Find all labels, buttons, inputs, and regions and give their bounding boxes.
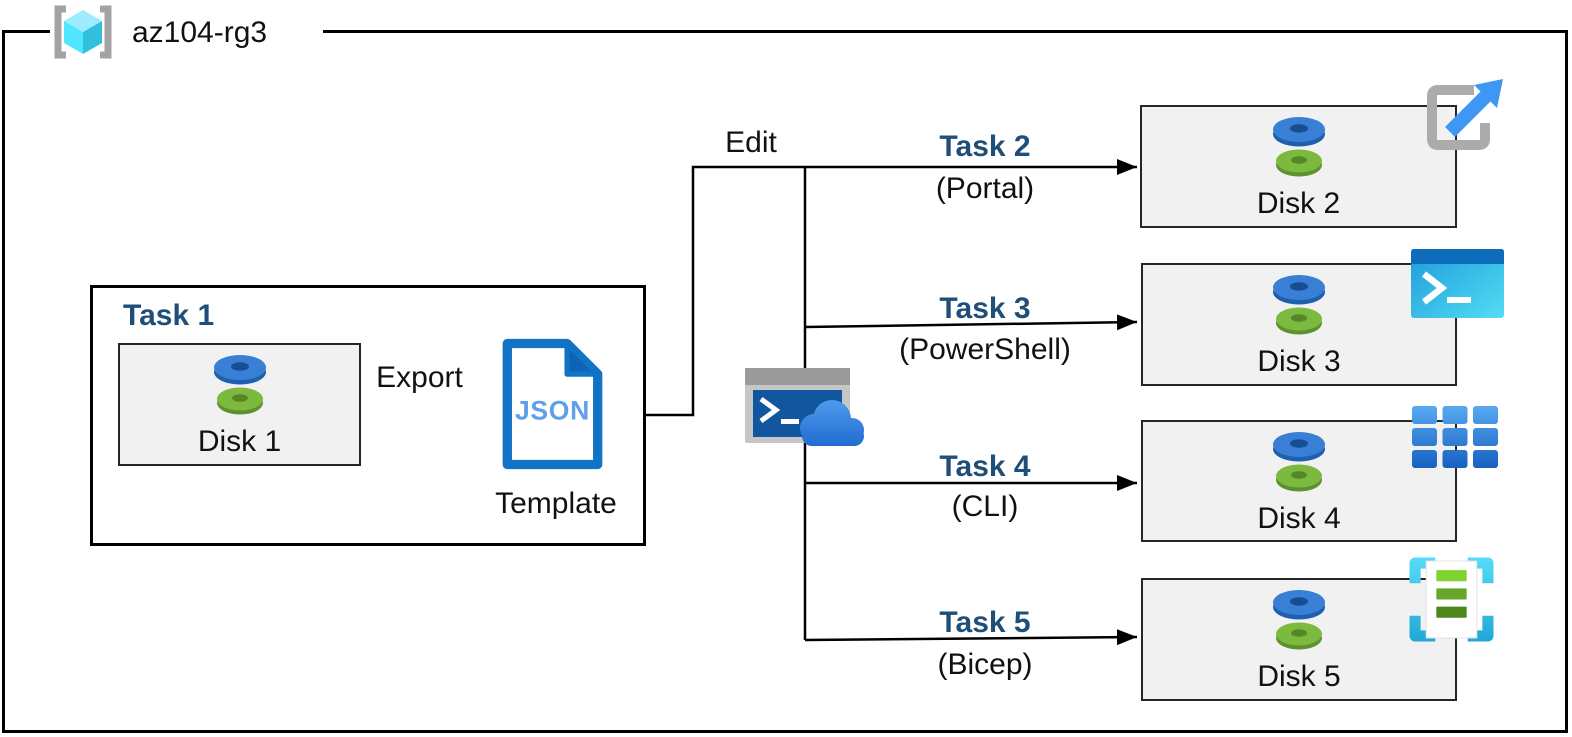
task4-method: (CLI) — [951, 490, 1019, 523]
disk-stack-icon — [213, 355, 266, 415]
disk-3-label: Disk 3 — [1257, 345, 1341, 378]
disk-1-label: Disk 1 — [197, 425, 282, 458]
disk-stack-icon — [1273, 432, 1325, 492]
portal-icon — [1427, 79, 1503, 150]
export-label: Export — [376, 361, 463, 394]
task1-title: Task 1 — [123, 299, 215, 332]
disk-5-box: Disk 5 — [1141, 578, 1457, 701]
cloud-shell-icon — [745, 368, 864, 446]
task2-method: (Portal) — [935, 172, 1035, 205]
disk-stack-icon — [1273, 275, 1325, 335]
edit-label: Edit — [725, 126, 777, 159]
resource-group-icon — [50, 3, 116, 61]
disk-1-box: Disk 1 — [118, 343, 361, 466]
task4-title: Task 4 — [939, 450, 1031, 483]
task5-title: Task 5 — [939, 606, 1031, 639]
task2-title: Task 2 — [939, 130, 1031, 163]
template-label: Template — [495, 487, 617, 520]
disk-icon — [209, 352, 271, 423]
json-template-icon: JSON — [502, 338, 603, 470]
disk-icon — [1268, 272, 1330, 343]
disk-icon — [1268, 429, 1330, 500]
disk-2-label: Disk 2 — [1256, 187, 1341, 220]
json-badge-text: JSON — [515, 395, 590, 425]
disk-3-box: Disk 3 — [1141, 263, 1457, 386]
disk-5-label: Disk 5 — [1257, 660, 1341, 693]
disk-4-box: Disk 4 — [1141, 420, 1457, 542]
disk-icon — [1268, 114, 1330, 185]
disk-stack-icon — [1272, 117, 1325, 177]
disk-stack-icon — [1273, 590, 1325, 650]
task3-title: Task 3 — [939, 292, 1031, 325]
powershell-icon — [1411, 249, 1504, 318]
bicep-template-icon — [1409, 557, 1494, 642]
resource-group-name: az104-rg3 — [116, 14, 324, 52]
disk-icon — [1268, 587, 1330, 658]
disk-2-box: Disk 2 — [1140, 105, 1457, 228]
task5-method: (Bicep) — [937, 648, 1033, 681]
cli-icon — [1412, 406, 1498, 468]
task3-method: (PowerShell) — [899, 333, 1071, 366]
disk-4-label: Disk 4 — [1257, 502, 1341, 535]
